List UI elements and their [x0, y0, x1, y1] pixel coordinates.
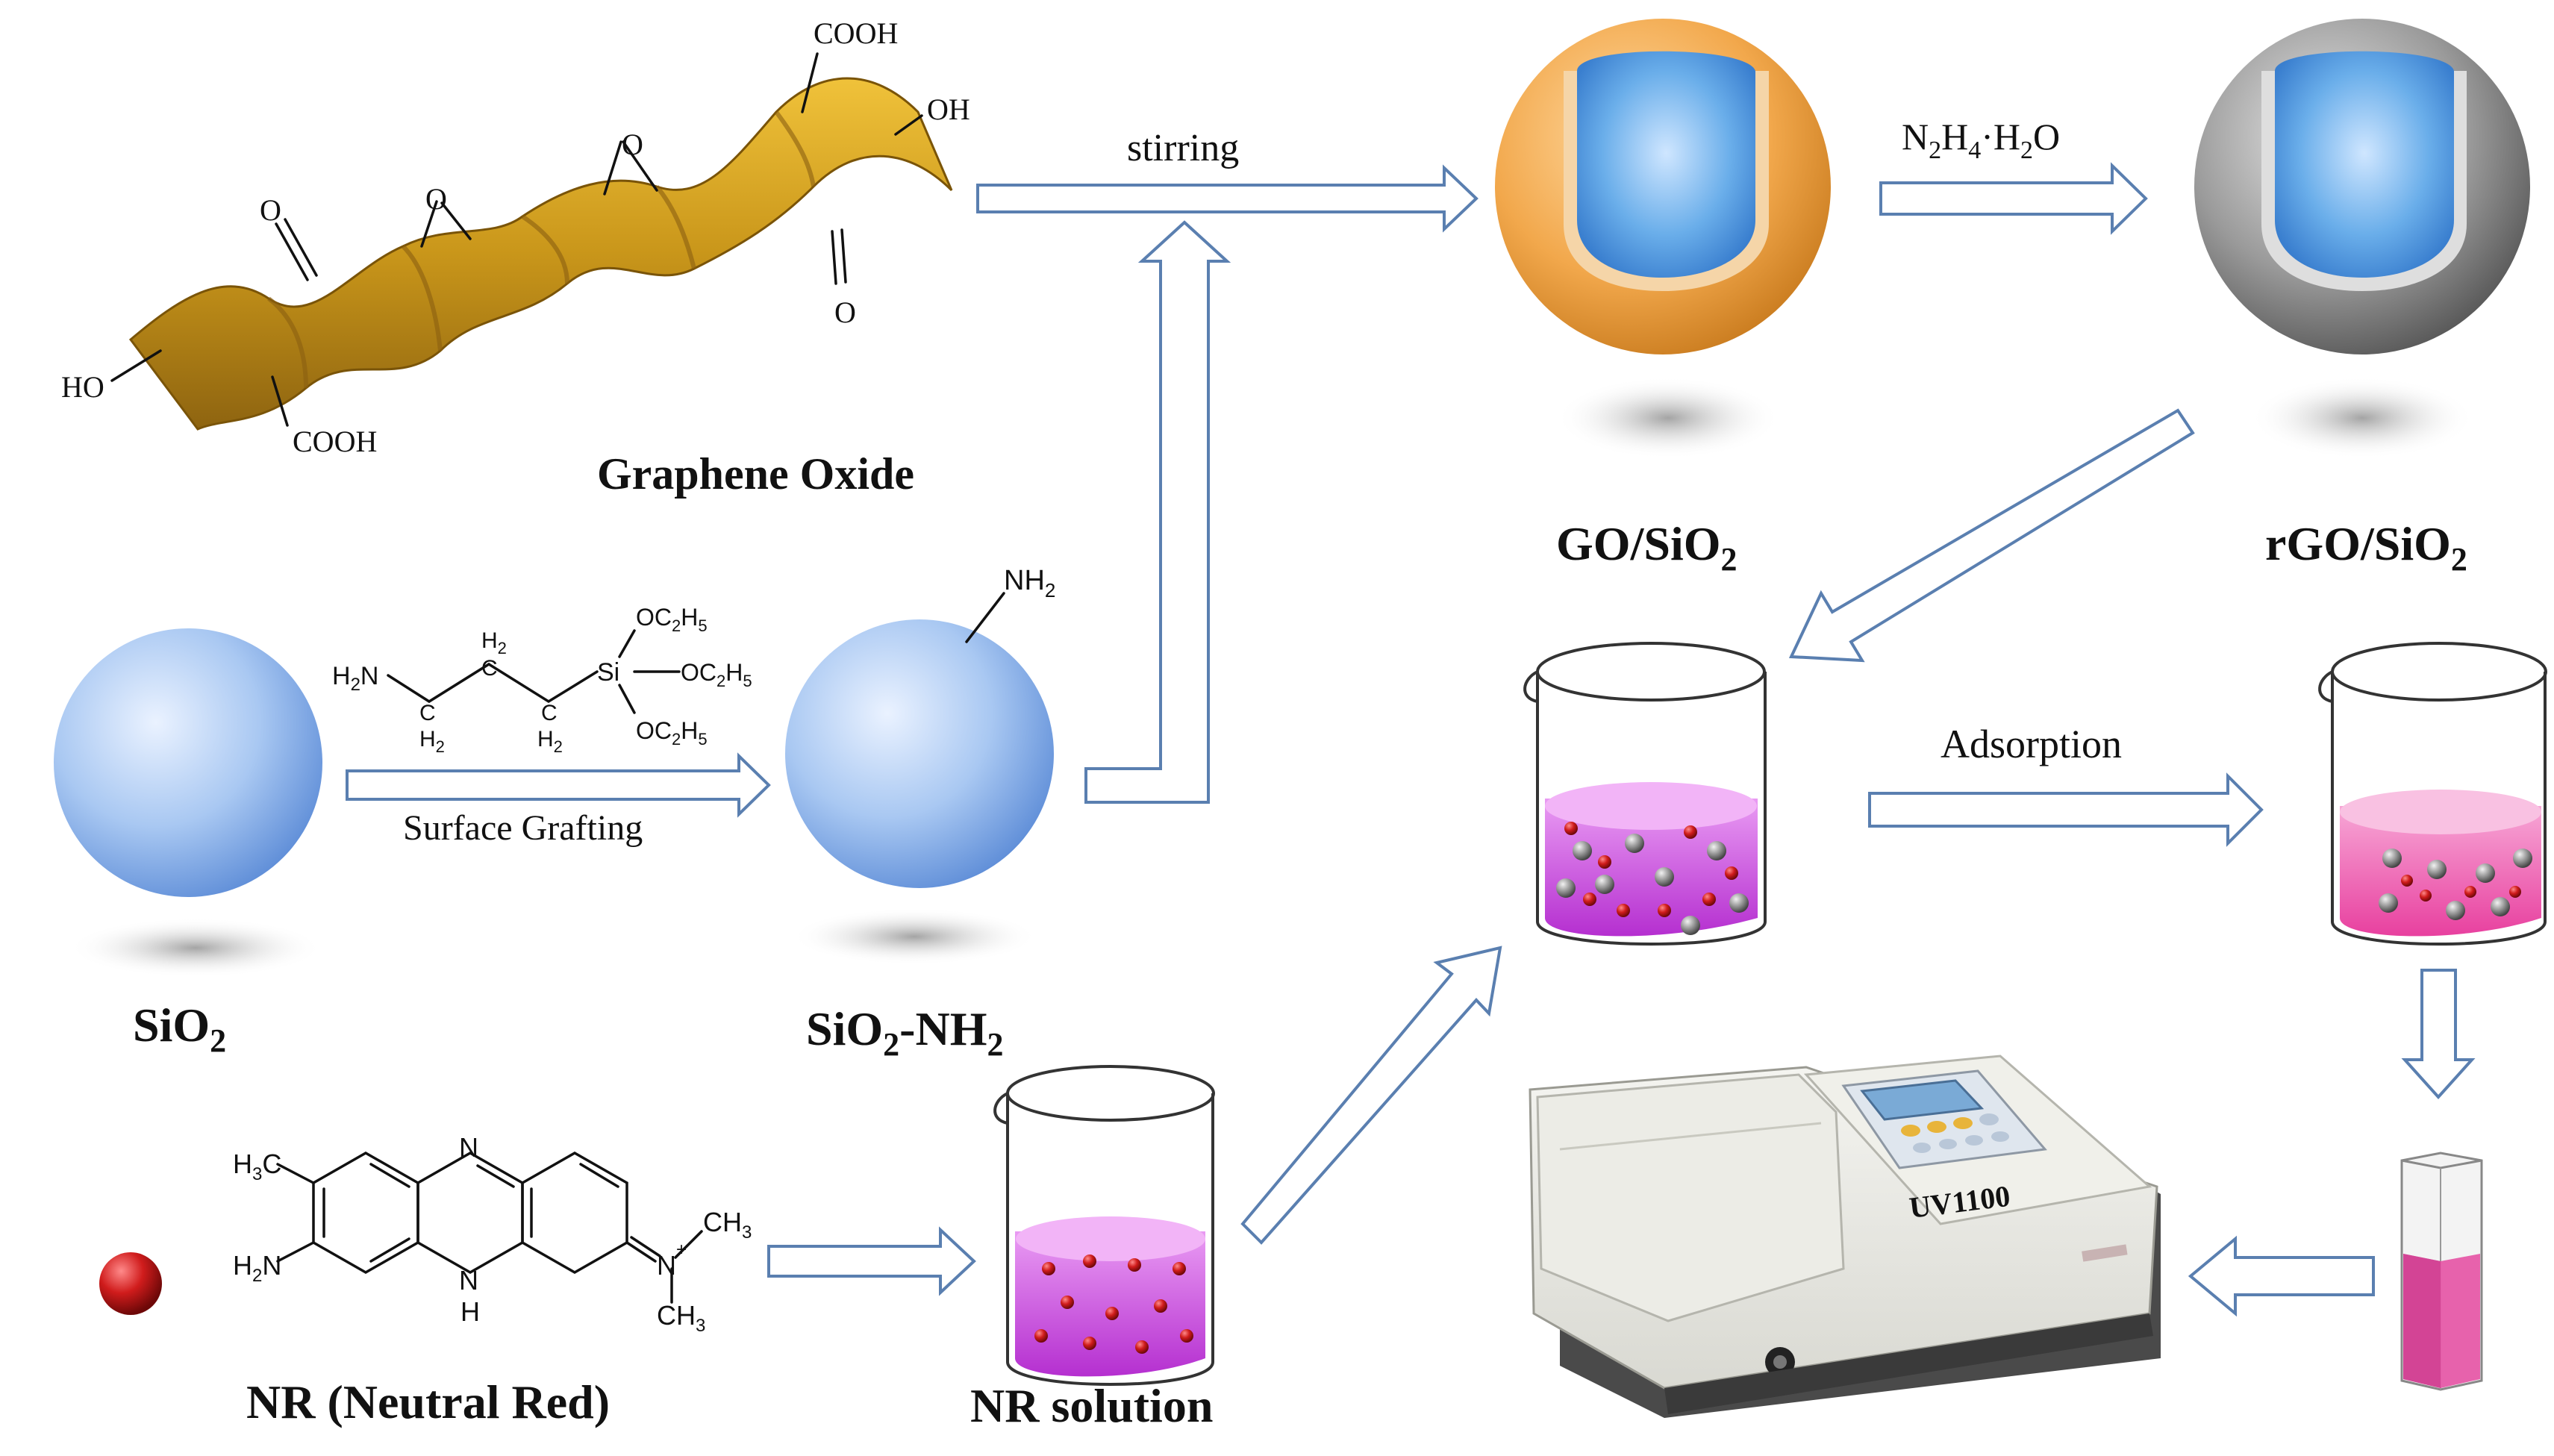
nr-plus: + — [676, 1240, 687, 1260]
sio2-label: SiO2 — [133, 999, 226, 1059]
aptes-oc2h5-right: OC2H5 — [681, 659, 752, 690]
adsorption-label: Adsorption — [1941, 722, 2122, 766]
aptes-c3: C — [541, 701, 558, 725]
aptes-h2-1: H2 — [419, 727, 445, 756]
surface-grafting-arrow — [346, 752, 771, 818]
reducer-label: N2H4·H2O — [1902, 116, 2060, 164]
o-carbonyl-right-label: O — [834, 296, 856, 329]
nr-ch3-bottom: CH3 — [657, 1300, 705, 1336]
aptes-structure: H2N C H2 C H2 C H2 Si OC2H5 OC2H5 OC2H5 — [332, 604, 752, 756]
cuvette — [2400, 1152, 2483, 1391]
nr-h3c: H3C — [233, 1149, 281, 1184]
nr-ring-h: H — [460, 1296, 480, 1327]
nr-ring-n-top: N — [459, 1132, 478, 1163]
reduction-arrow — [1879, 162, 2148, 235]
go-sio2-core — [1577, 51, 1755, 278]
aptes-oc2h5-bottom: OC2H5 — [636, 717, 708, 749]
nr-ch3-top: CH3 — [703, 1207, 752, 1243]
stirring-arrow — [976, 164, 1479, 233]
sio2-nh2-label: SiO2-NH2 — [806, 1002, 1003, 1063]
graphene-oxide-label: Graphene Oxide — [597, 449, 914, 499]
rgo-to-beaker-arrow — [1788, 408, 2195, 663]
stirring-label: stirring — [1127, 127, 1239, 169]
aptes-c1: C — [419, 701, 436, 725]
aptes-oc2h5-top: OC2H5 — [636, 604, 708, 635]
o-epoxy-left-label: O — [425, 182, 447, 216]
aptes-c2: C — [481, 656, 498, 681]
o-epoxy-right-label: O — [622, 128, 643, 161]
uv-spectrophotometer: UV1100 — [1529, 1054, 2161, 1418]
elbow-up-arrow — [1084, 220, 1231, 804]
sio2-nh2-shadow — [791, 908, 1037, 965]
beaker-nr-solution — [993, 1065, 1215, 1386]
cooh-top-label: COOH — [814, 16, 898, 50]
aptes-h2n: H2N — [332, 662, 378, 695]
go-functional-groups: COOH OH O O O O HO COOH — [61, 16, 970, 458]
cooh-bottom-label: COOH — [293, 425, 377, 458]
down-to-cuvette-arrow — [2401, 969, 2476, 1099]
graphene-oxide-sheet — [128, 77, 953, 431]
rgo-sio2-label: rGO/SiO2 — [2265, 517, 2467, 578]
nr-to-solution-arrow — [767, 1226, 976, 1296]
beaker-mixed — [1523, 642, 1767, 946]
solution-to-beaker-arrow — [1240, 946, 1502, 1245]
sio2-nh2-sphere — [785, 619, 1054, 888]
sio2-shadow — [69, 918, 322, 978]
beaker-adsorbed — [2318, 642, 2547, 946]
nh2-surface-bond — [965, 592, 1005, 643]
nr-ring-n-bottom: N — [459, 1265, 478, 1296]
cuvette-to-uv-arrow — [2188, 1235, 2375, 1317]
nr-molecule-sphere — [99, 1252, 162, 1315]
aptes-si: Si — [597, 658, 619, 687]
nr-h2n: H2N — [233, 1250, 281, 1286]
surface-grafting-label: Surface Grafting — [403, 808, 643, 848]
rgo-sio2-shadow — [2250, 377, 2474, 459]
ho-left-label: HO — [61, 370, 104, 404]
aptes-h2-3: H2 — [537, 727, 563, 756]
neutral-red-structure — [276, 1151, 703, 1304]
o-carbonyl-left-label: O — [260, 193, 281, 227]
adsorption-arrow — [1868, 772, 2264, 847]
aptes-h2-2: H2 — [481, 628, 507, 657]
nh2-surface-label: NH2 — [1004, 565, 1055, 602]
sio2-sphere — [54, 628, 322, 897]
rgo-sio2-core — [2275, 51, 2454, 278]
go-sio2-label: GO/SiO2 — [1556, 517, 1737, 578]
oh-right-label: OH — [927, 93, 970, 126]
nr-neutral-red-label: NR (Neutral Red) — [246, 1375, 610, 1428]
go-sio2-shadow — [1556, 377, 1780, 459]
nr-iminium-n: N — [657, 1250, 676, 1281]
nr-solution-label: NR solution — [970, 1379, 1213, 1432]
